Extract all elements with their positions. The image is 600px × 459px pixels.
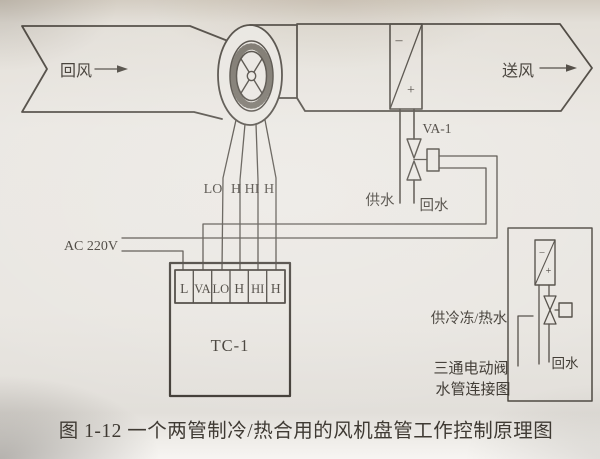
terminal-label-h2: H	[271, 281, 281, 296]
coil-section	[389, 23, 423, 110]
valve-triangle-top	[406, 138, 422, 159]
valve-triangle-bottom	[406, 160, 422, 181]
return-air-arrow-head	[117, 65, 128, 73]
wire-va-terminal-to-actuator	[202, 167, 487, 271]
controller-box	[168, 261, 292, 398]
figure-caption: 图 1-12 一个两管制冷/热合用的风机盘管工作控制原理图	[59, 420, 553, 442]
coil-plus-sign: +	[407, 83, 415, 98]
wire-ac-to-actuator	[121, 155, 498, 239]
detail-title-line1: 三通电动阀	[433, 360, 508, 377]
detail-coil-plus: +	[546, 266, 552, 277]
coil-diagonal	[389, 23, 423, 110]
terminal-label-h1: H	[234, 281, 244, 296]
fan-wire-label-lo: LO	[204, 182, 223, 197]
detail-coil-minus: –	[539, 247, 546, 258]
detail-bypass-pipe	[517, 315, 534, 367]
supply-water-label: 供水	[366, 192, 395, 209]
return-air-label: 回风	[60, 63, 92, 80]
supply-air-arrow-head	[566, 64, 577, 72]
detail-supply-label: 供冷冻/热水	[431, 309, 508, 327]
coil-minus-sign: –	[395, 33, 404, 48]
detail-coil-diagonal	[534, 239, 556, 286]
detail-box	[507, 227, 593, 402]
controller-model-label: TC-1	[211, 336, 250, 355]
detail-return-water-label: 回水	[552, 356, 580, 371]
fan-wire-label-hi: HI	[245, 182, 260, 197]
terminal-dividers	[192, 269, 268, 304]
terminal-label-lo: LO	[212, 282, 229, 296]
valve-actuator	[426, 148, 440, 172]
detail-valve-triangle-top	[543, 295, 557, 311]
detail-coil	[534, 239, 556, 286]
fan-wire-h2	[264, 119, 277, 271]
return-water-label: 回水	[420, 197, 449, 214]
wire-ac-to-l-terminal	[121, 250, 184, 271]
fan-hub	[246, 70, 257, 82]
fan-wire-lo	[221, 119, 237, 271]
return-air-duct	[21, 25, 229, 120]
fan-wire-label-h1: H	[231, 182, 241, 197]
supply-air-label: 送风	[502, 62, 534, 80]
ac-power-label: AC 220V	[64, 239, 118, 254]
fan-wire-hi	[255, 123, 259, 271]
fan-casing-corner	[249, 24, 298, 99]
detail-valve-actuator	[558, 302, 573, 318]
fan-wire-label-h2: H	[264, 182, 274, 197]
fan-wire-h1	[239, 123, 246, 271]
terminal-label-va: VA	[194, 282, 210, 296]
supply-air-duct	[296, 23, 593, 112]
fan-hatch-ring	[230, 43, 273, 109]
detail-valve-triangle-bottom	[543, 309, 557, 325]
terminal-label-hi: HI	[251, 282, 264, 296]
fan-rotor	[229, 40, 274, 112]
terminal-label-l: L	[180, 281, 188, 296]
detail-title-line2: 水管连接图	[435, 381, 510, 398]
valve-name-label: VA-1	[422, 121, 451, 136]
